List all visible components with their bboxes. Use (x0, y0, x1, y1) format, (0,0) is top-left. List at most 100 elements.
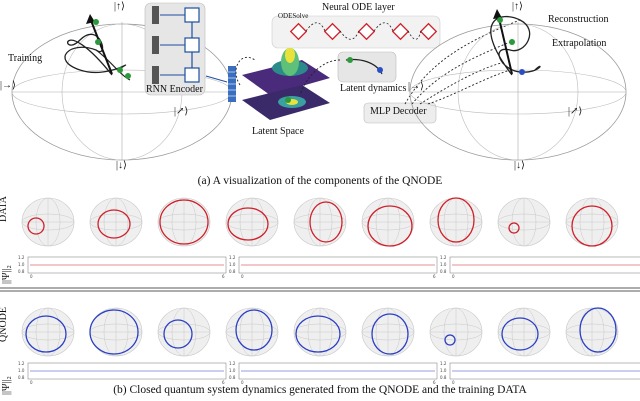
tick-label: 1.0 (229, 368, 236, 373)
qnode-spheres-row (21, 307, 619, 357)
tick-label: 0.8 (229, 269, 236, 274)
tick-label: 1.0 (440, 368, 447, 373)
state-up-right: |↑⟩ (512, 1, 523, 12)
data-trajectory (437, 197, 475, 243)
tick-label: 0 (452, 380, 455, 385)
qnode-sphere (21, 307, 75, 357)
rnn-encoder-block (144, 2, 206, 96)
data-norm-plot (27, 256, 227, 274)
data-sphere (157, 197, 211, 247)
tick-label: 1.0 (229, 262, 236, 267)
data-sphere (361, 197, 415, 247)
qnode-norm-plots (27, 362, 640, 380)
tick-label: 6 (222, 380, 225, 385)
tick-label: 0 (241, 380, 244, 385)
tick-label: 1.2 (18, 255, 25, 260)
rnn-encoder-label: RNN Encoder (146, 84, 203, 95)
qnode-trajectory (163, 319, 193, 349)
tick-label: 0.8 (440, 269, 447, 274)
qnode-norm-plot (238, 362, 438, 380)
state-right-left: |→⟩ (0, 80, 16, 91)
qnode-sphere (429, 307, 483, 357)
tick-label: 0.8 (18, 269, 25, 274)
tick-label: 1.0 (18, 368, 25, 373)
data-trajectory (309, 201, 343, 243)
latent-space-plot (235, 47, 330, 120)
qnode-sphere (497, 307, 551, 357)
qnode-sphere (225, 307, 279, 357)
state-up-left: |↑⟩ (114, 1, 125, 12)
data-trajectory (367, 205, 413, 247)
tick-label: 6 (433, 274, 436, 279)
qnode-norm-plot (27, 362, 227, 380)
qnode-trajectory (444, 334, 456, 346)
odesolve-label: ODESolve (278, 12, 309, 20)
tick-label: 0.8 (229, 375, 236, 380)
row-label-qnode: QNODE (0, 307, 9, 342)
latent-dynamics-label: Latent dynamics (340, 83, 407, 94)
data-trajectory (508, 222, 520, 234)
node-layer-label: Neural ODE layer (322, 2, 395, 13)
reconstruction-label: Reconstruction (548, 14, 609, 25)
data-sphere (89, 197, 143, 247)
data-sphere (21, 197, 75, 247)
latent-space-label: Latent Space (252, 126, 304, 137)
data-sphere (565, 197, 619, 247)
data-trajectory (159, 199, 209, 245)
left-bloch-sphere (11, 14, 233, 161)
tick-label: 1.0 (18, 262, 25, 267)
data-sphere (497, 197, 551, 247)
tick-label: 1.2 (18, 361, 25, 366)
decoder-arrows (404, 19, 521, 105)
tick-label: 1.2 (440, 361, 447, 366)
qnode-trajectory (25, 315, 67, 353)
qnode-sphere (565, 307, 619, 357)
tick-label: 0 (452, 274, 455, 279)
qnode-sphere (361, 307, 415, 357)
qnode-trajectory (89, 309, 139, 355)
qnode-sphere (89, 307, 143, 357)
mlp-decoder-label: MLP Decoder (370, 106, 427, 117)
training-label: Training (8, 53, 43, 64)
data-trajectory (27, 217, 45, 235)
tick-label: 1.2 (440, 255, 447, 260)
qnode-trajectory (579, 307, 617, 353)
qnode-trajectory (295, 315, 341, 353)
data-sphere (429, 197, 483, 247)
data-spheres-row (21, 197, 619, 247)
tick-label: 1.0 (440, 262, 447, 267)
tick-label: 0 (241, 274, 244, 279)
tick-label: 6 (433, 380, 436, 385)
latent-dynamics-block (299, 51, 397, 96)
qnode-trajectory (235, 309, 273, 351)
state-diag-left: |↗⟩ (174, 106, 189, 117)
state-down-left: |↓⟩ (116, 160, 127, 171)
qnode-norm-plot (449, 362, 640, 380)
data-norm-plots (27, 256, 640, 274)
data-trajectory (571, 205, 613, 247)
tick-label: 6 (222, 274, 225, 279)
data-trajectory (227, 207, 269, 241)
tick-label: 0.8 (440, 375, 447, 380)
state-right-mid: |→⟩ (408, 81, 424, 92)
qnode-trajectory (501, 317, 539, 351)
neural-ode-layer (271, 15, 441, 49)
state-diag-right: |↗⟩ (568, 106, 583, 117)
state-down-right: |↓⟩ (514, 160, 525, 171)
qnode-sphere (293, 307, 347, 357)
data-sphere (225, 197, 279, 247)
data-norm-plot (449, 256, 640, 274)
extrapolation-label: Extrapolation (552, 38, 607, 49)
norm-label-data: ||Ψ||₂ (1, 265, 12, 284)
right-bloch-sphere (409, 9, 627, 161)
qnode-trajectory (371, 313, 409, 355)
data-norm-plot (238, 256, 438, 274)
caption-b: (b) Closed quantum system dynamics gener… (113, 384, 527, 396)
data-sphere (293, 197, 347, 247)
tick-label: 1.2 (229, 255, 236, 260)
caption-a: (a) A visualization of the components of… (197, 175, 443, 187)
tick-label: 0 (30, 274, 33, 279)
tick-label: 0.8 (18, 375, 25, 380)
data-trajectory (97, 209, 131, 239)
